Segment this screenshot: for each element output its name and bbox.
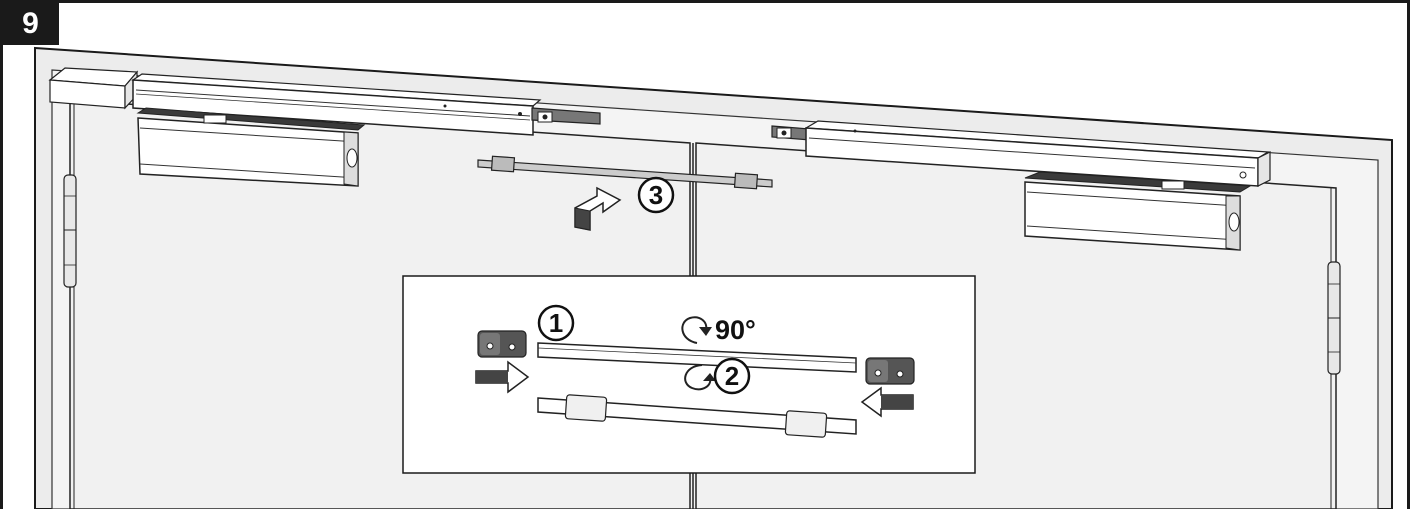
- callout-2-label: 2: [725, 361, 739, 391]
- push-arrow-up: [574, 186, 622, 231]
- left-slide-rail: [131, 73, 542, 136]
- left-end-cap: [48, 67, 139, 110]
- callout-2: 2: [713, 357, 751, 395]
- right-rail-extension: [771, 125, 811, 141]
- connecting-rod-bare: [537, 342, 857, 373]
- step-number-badge: 9: [2, 2, 59, 45]
- callout-1: 1: [537, 304, 575, 342]
- insert-arrow-left: [860, 386, 914, 418]
- left-hinge: [63, 174, 77, 288]
- left-rail-extension: [531, 107, 601, 125]
- assembled-connecting-rod: [477, 155, 773, 190]
- right-hinge: [1327, 261, 1341, 375]
- left-door-closer: [136, 107, 366, 187]
- insert-arrow-right: [475, 360, 530, 394]
- connecting-rod-assembled: [537, 394, 857, 438]
- coupling-sleeve-left: [477, 330, 527, 358]
- callout-1-label: 1: [549, 308, 563, 338]
- right-slide-rail: [804, 120, 1271, 187]
- rotation-angle-label: 90°: [715, 315, 756, 345]
- coupling-sleeve-right: [865, 357, 915, 385]
- rotate-arrow-top: [681, 316, 712, 344]
- callout-3-label: 3: [649, 180, 663, 210]
- rotate-arrow-bottom: [684, 364, 716, 391]
- right-door-closer: [1024, 171, 1252, 251]
- callout-3: 3: [637, 176, 675, 214]
